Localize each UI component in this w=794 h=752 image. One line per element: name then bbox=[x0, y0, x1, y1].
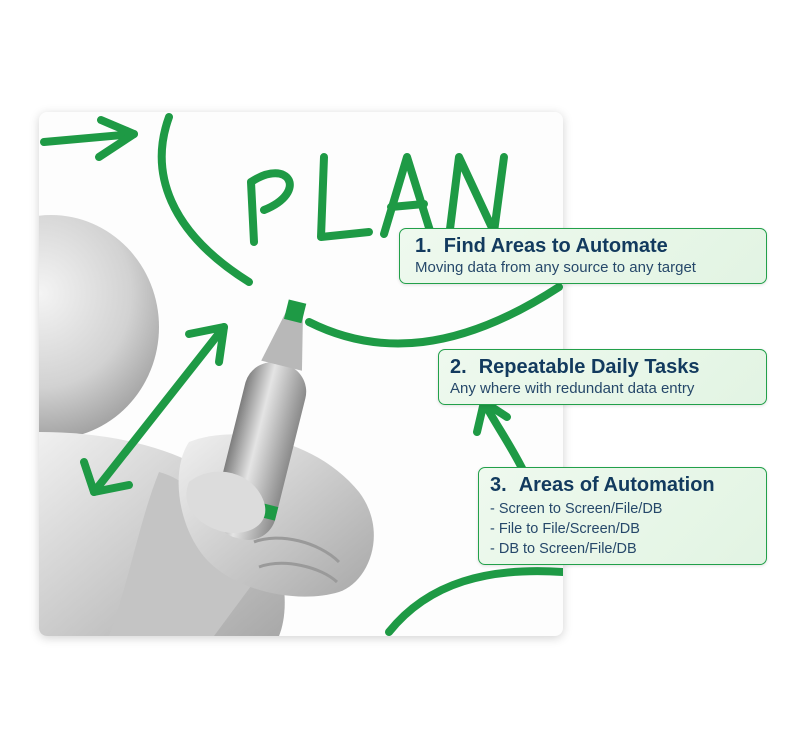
automation-list: - Screen to Screen/File/DB - File to Fil… bbox=[490, 499, 766, 559]
list-item: - File to File/Screen/DB bbox=[490, 521, 640, 537]
callout-find-areas: 1. Find Areas to Automate Moving data fro… bbox=[399, 228, 767, 284]
callout-title: Areas of Automation bbox=[518, 474, 715, 496]
callout-repeatable-tasks: 2. Repeatable Daily Tasks Any where with … bbox=[438, 349, 767, 405]
callout-number: 1. bbox=[415, 235, 432, 257]
callout-number: 3. bbox=[490, 474, 507, 496]
list-item: - Screen to Screen/File/DB bbox=[490, 501, 663, 517]
callout-number: 2. bbox=[450, 356, 467, 378]
figure-head bbox=[39, 215, 159, 439]
callout-title: Find Areas to Automate bbox=[443, 235, 668, 257]
callout-subtitle: Moving data from any source to any targe… bbox=[415, 259, 696, 276]
callout-areas-of-automation: 3. Areas of Automation - Screen to Screen… bbox=[478, 467, 767, 565]
callout-title: Repeatable Daily Tasks bbox=[478, 356, 700, 378]
figure-arm bbox=[109, 472, 254, 636]
callout-subtitle: Any where with redundant data entry bbox=[450, 380, 695, 397]
plan-drawing bbox=[39, 113, 563, 636]
list-item: - DB to Screen/File/DB bbox=[490, 541, 637, 557]
